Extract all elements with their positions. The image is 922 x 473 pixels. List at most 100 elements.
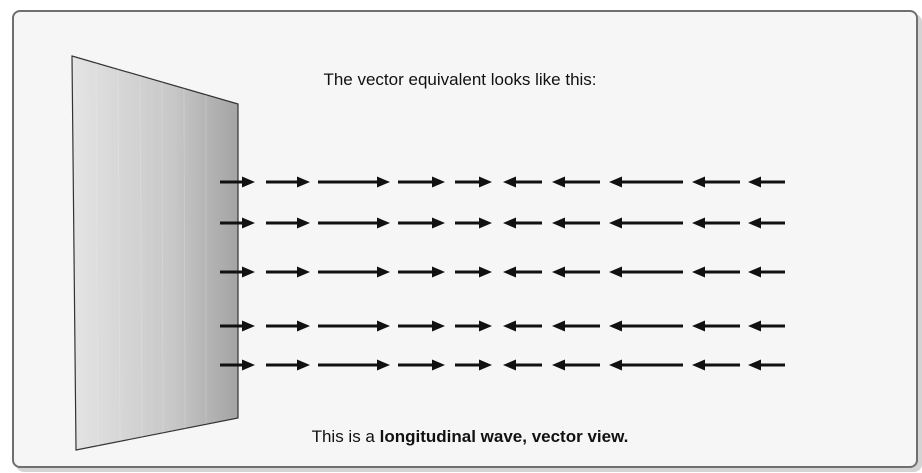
arrowhead-left: [692, 217, 705, 229]
vector-arrow: [692, 266, 740, 278]
arrowhead-right: [377, 359, 390, 371]
vector-arrow: [609, 320, 683, 332]
arrowhead-right: [479, 176, 492, 188]
vector-arrow: [220, 176, 255, 188]
vector-arrow: [455, 359, 492, 371]
vector-arrow: [552, 217, 600, 229]
vector-arrow: [552, 176, 600, 188]
caption-bottom-prefix: This is a: [311, 427, 380, 446]
arrowhead-left: [748, 320, 761, 332]
arrowhead-right: [242, 176, 255, 188]
vector-arrow: [503, 266, 542, 278]
arrowhead-right: [377, 176, 390, 188]
arrowhead-right: [432, 176, 445, 188]
arrowhead-left: [552, 176, 565, 188]
vector-arrow: [748, 217, 785, 229]
vector-arrow: [398, 320, 445, 332]
vector-arrow: [318, 266, 390, 278]
arrowhead-right: [377, 217, 390, 229]
arrowhead-right: [297, 217, 310, 229]
arrowhead-left: [552, 359, 565, 371]
vector-arrow: [398, 359, 445, 371]
vector-arrow: [318, 320, 390, 332]
vector-arrow: [609, 217, 683, 229]
source-plate: [71, 55, 239, 451]
vector-arrow: [692, 217, 740, 229]
vector-arrow: [552, 266, 600, 278]
vector-arrow: [220, 320, 255, 332]
vector-arrow: [692, 359, 740, 371]
arrowhead-left: [609, 217, 622, 229]
arrowhead-right: [479, 359, 492, 371]
arrowhead-left: [609, 176, 622, 188]
vector-arrow: [266, 266, 310, 278]
arrowhead-left: [503, 176, 516, 188]
arrowhead-left: [552, 320, 565, 332]
arrowhead-left: [692, 320, 705, 332]
vector-arrow: [398, 266, 445, 278]
vector-arrow: [552, 320, 600, 332]
vector-arrow: [692, 176, 740, 188]
vector-arrow: [398, 217, 445, 229]
vector-arrow: [455, 176, 492, 188]
arrowhead-right: [242, 359, 255, 371]
vector-arrow: [266, 320, 310, 332]
arrowhead-left: [552, 266, 565, 278]
vector-arrow: [455, 217, 492, 229]
arrowhead-right: [432, 217, 445, 229]
arrowhead-right: [479, 217, 492, 229]
arrowhead-left: [692, 266, 705, 278]
vector-arrow: [398, 176, 445, 188]
arrowhead-right: [432, 266, 445, 278]
arrowhead-right: [479, 320, 492, 332]
vector-arrow: [318, 217, 390, 229]
caption-bottom-bold: longitudinal wave, vector view.: [379, 427, 629, 446]
vector-arrow: [455, 320, 492, 332]
vector-arrow: [748, 359, 785, 371]
arrowhead-left: [692, 359, 705, 371]
vector-arrow: [220, 359, 255, 371]
vector-arrow: [552, 359, 600, 371]
arrowhead-left: [552, 217, 565, 229]
arrowhead-left: [609, 266, 622, 278]
vector-arrow: [220, 217, 255, 229]
vector-arrow: [266, 359, 310, 371]
vector-arrow: [503, 359, 542, 371]
vector-arrow: [609, 176, 683, 188]
arrowhead-right: [479, 266, 492, 278]
arrowhead-right: [297, 266, 310, 278]
arrowhead-left: [692, 176, 705, 188]
arrowhead-left: [748, 217, 761, 229]
arrowhead-right: [377, 266, 390, 278]
arrowhead-right: [377, 320, 390, 332]
arrowhead-left: [748, 266, 761, 278]
vector-arrow: [455, 266, 492, 278]
vector-arrow: [318, 359, 390, 371]
arrowhead-left: [503, 320, 516, 332]
vector-arrow: [266, 176, 310, 188]
arrowhead-left: [748, 176, 761, 188]
vector-arrow: [503, 176, 542, 188]
vector-arrow: [748, 266, 785, 278]
vector-arrow: [503, 320, 542, 332]
arrowhead-right: [242, 266, 255, 278]
arrowhead-left: [609, 359, 622, 371]
vector-arrow: [748, 320, 785, 332]
vector-arrow: [503, 217, 542, 229]
arrowhead-left: [503, 359, 516, 371]
vector-arrow: [609, 359, 683, 371]
arrowhead-right: [432, 320, 445, 332]
caption-bottom: This is a longitudinal wave, vector view…: [240, 427, 700, 447]
arrowhead-right: [297, 320, 310, 332]
arrowhead-right: [297, 359, 310, 371]
arrowhead-left: [609, 320, 622, 332]
arrowhead-right: [432, 359, 445, 371]
vector-arrow: [220, 266, 255, 278]
arrowhead-right: [297, 176, 310, 188]
arrowhead-left: [503, 266, 516, 278]
vector-arrow: [609, 266, 683, 278]
arrowhead-right: [242, 320, 255, 332]
vector-arrow: [266, 217, 310, 229]
vector-arrow: [748, 176, 785, 188]
